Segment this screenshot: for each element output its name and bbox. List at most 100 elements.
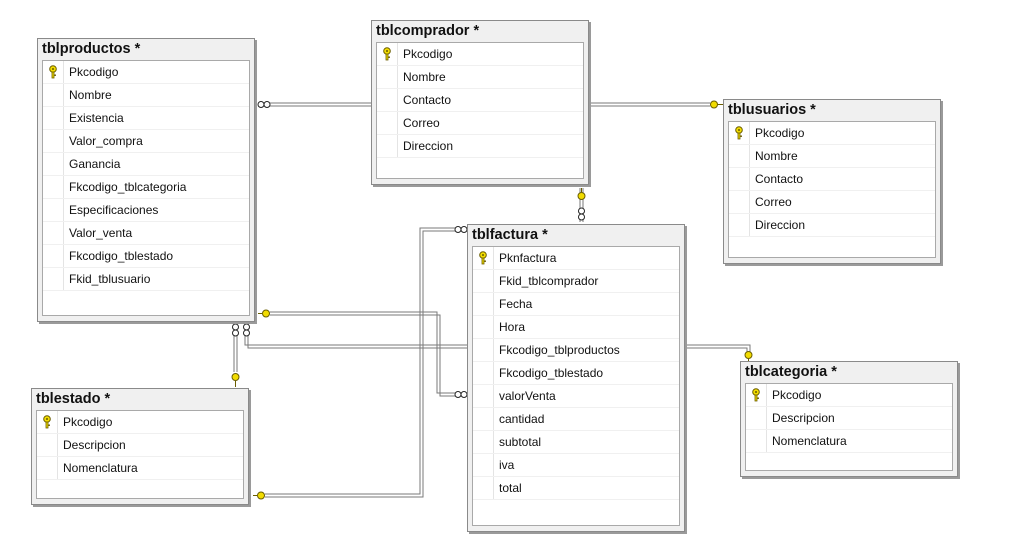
row-selector[interactable]: [377, 112, 398, 134]
column-name: Direccion: [755, 218, 806, 232]
column-name: Correo: [755, 195, 792, 209]
column-row[interactable]: Fkcodigo_tblcategoria: [43, 176, 249, 199]
column-row[interactable]: Direccion: [729, 214, 935, 237]
row-selector[interactable]: [43, 245, 64, 267]
row-selector[interactable]: [37, 434, 58, 456]
row-selector[interactable]: [473, 385, 494, 407]
column-row[interactable]: Pkcodigo: [746, 384, 952, 407]
row-selector[interactable]: [377, 43, 398, 65]
column-name: Descripcion: [772, 411, 835, 425]
table-title: tblusuarios *: [728, 102, 816, 118]
row-selector[interactable]: [473, 247, 494, 269]
row-selector[interactable]: [473, 431, 494, 453]
column-row[interactable]: Pkcodigo: [729, 122, 935, 145]
column-row[interactable]: Nombre: [377, 66, 583, 89]
column-row[interactable]: total: [473, 477, 679, 500]
column-row[interactable]: Ganancia: [43, 153, 249, 176]
row-selector[interactable]: [377, 66, 398, 88]
column-row[interactable]: Correo: [729, 191, 935, 214]
row-selector[interactable]: [43, 84, 64, 106]
column-name: Valor_venta: [69, 226, 133, 240]
column-row[interactable]: Nomenclatura: [37, 457, 243, 480]
column-row[interactable]: Contacto: [729, 168, 935, 191]
column-row[interactable]: Fecha: [473, 293, 679, 316]
column-name: Contacto: [403, 93, 452, 107]
row-selector[interactable]: [473, 454, 494, 476]
row-selector[interactable]: [746, 430, 767, 452]
row-selector[interactable]: [746, 407, 767, 429]
row-selector[interactable]: [729, 145, 750, 167]
row-selector[interactable]: [377, 135, 398, 157]
column-name: Correo: [403, 116, 440, 130]
column-row[interactable]: Fkcodigo_tblestado: [43, 245, 249, 268]
column-row[interactable]: Pkcodigo: [43, 61, 249, 84]
column-name: Descripcion: [63, 438, 126, 452]
row-selector[interactable]: [37, 411, 58, 433]
relationship-line: [270, 311, 455, 394]
column-row[interactable]: cantidad: [473, 408, 679, 431]
row-selector[interactable]: [43, 268, 64, 290]
row-selector[interactable]: [729, 168, 750, 190]
row-selector[interactable]: [473, 316, 494, 338]
row-selector[interactable]: [729, 191, 750, 213]
column-row[interactable]: Nomenclatura: [746, 430, 952, 453]
row-selector[interactable]: [377, 89, 398, 111]
column-row[interactable]: Pknfactura: [473, 247, 679, 270]
column-row[interactable]: Descripcion: [746, 407, 952, 430]
column-row[interactable]: Descripcion: [37, 434, 243, 457]
column-name: Pkcodigo: [69, 65, 119, 79]
many-end-icon: [257, 101, 271, 108]
column-row[interactable]: Fkid_tblcomprador: [473, 270, 679, 293]
row-selector[interactable]: [43, 176, 64, 198]
column-name: Pkcodigo: [63, 415, 113, 429]
primary-key-icon: [478, 251, 488, 265]
column-row[interactable]: Fkid_tblusuario: [43, 268, 249, 291]
column-row[interactable]: Pkcodigo: [37, 411, 243, 434]
column-row[interactable]: Fkcodigo_tblproductos: [473, 339, 679, 362]
row-selector[interactable]: [729, 214, 750, 236]
column-row[interactable]: Direccion: [377, 135, 583, 158]
row-selector[interactable]: [746, 384, 767, 406]
column-name: Pkcodigo: [755, 126, 805, 140]
column-row[interactable]: Correo: [377, 112, 583, 135]
column-row[interactable]: subtotal: [473, 431, 679, 454]
column-row[interactable]: Hora: [473, 316, 679, 339]
row-selector[interactable]: [43, 222, 64, 244]
row-selector[interactable]: [473, 477, 494, 499]
row-selector[interactable]: [43, 61, 64, 83]
column-row[interactable]: iva: [473, 454, 679, 477]
column-row[interactable]: Existencia: [43, 107, 249, 130]
many-end-icon: [232, 323, 239, 337]
row-selector[interactable]: [43, 107, 64, 129]
row-selector[interactable]: [473, 293, 494, 315]
row-selector[interactable]: [729, 122, 750, 144]
table-title: tblproductos *: [42, 41, 141, 57]
row-selector[interactable]: [37, 457, 58, 479]
row-selector[interactable]: [473, 270, 494, 292]
row-selector[interactable]: [473, 362, 494, 384]
column-name: Nombre: [403, 70, 446, 84]
column-row[interactable]: Fkcodigo_tblestado: [473, 362, 679, 385]
column-row[interactable]: Nombre: [729, 145, 935, 168]
column-row[interactable]: Contacto: [377, 89, 583, 112]
row-selector[interactable]: [43, 130, 64, 152]
row-selector[interactable]: [43, 153, 64, 175]
column-row[interactable]: Valor_venta: [43, 222, 249, 245]
column-row[interactable]: Nombre: [43, 84, 249, 107]
key-end-icon: [231, 373, 240, 387]
column-row[interactable]: Pkcodigo: [377, 43, 583, 66]
column-row[interactable]: Valor_compra: [43, 130, 249, 153]
row-selector[interactable]: [43, 199, 64, 221]
row-selector[interactable]: [473, 339, 494, 361]
column-row[interactable]: Especificaciones: [43, 199, 249, 222]
row-selector[interactable]: [473, 408, 494, 430]
column-row[interactable]: valorVenta: [473, 385, 679, 408]
